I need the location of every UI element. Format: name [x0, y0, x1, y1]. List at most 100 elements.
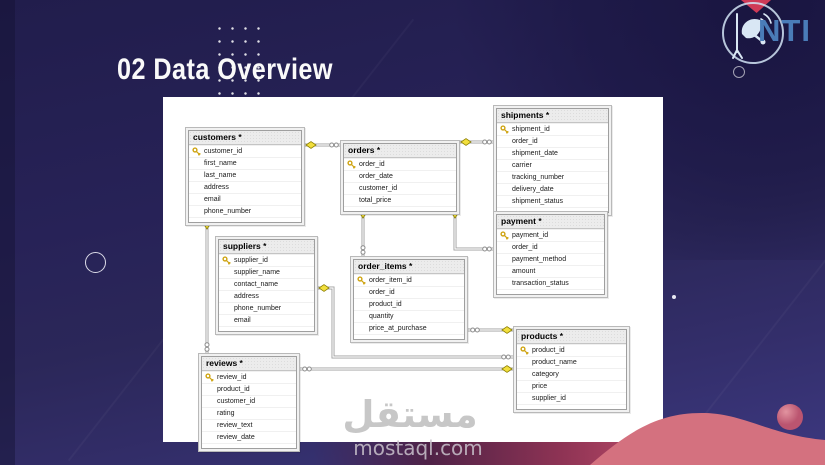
field-label: order_id — [359, 161, 385, 168]
field-label: order_id — [369, 289, 395, 296]
field-row: review_id — [202, 371, 296, 383]
field-label: shipment_date — [512, 150, 558, 157]
many-side-circle-marker — [470, 327, 476, 333]
field-row: phone_number — [189, 205, 301, 217]
field-label: price — [532, 383, 548, 390]
many-side-circle-marker — [333, 142, 339, 148]
field-row: shipment_date — [497, 147, 608, 159]
key-icon — [497, 125, 512, 134]
field-label: shipment_id — [512, 126, 550, 133]
field-row: supplier_name — [219, 266, 314, 278]
field-label: customer_id — [204, 148, 243, 155]
field-row: delivery_date — [497, 183, 608, 195]
field-label: email — [204, 196, 221, 203]
field-row: phone_number — [219, 302, 314, 314]
table-footer — [497, 207, 608, 212]
field-label: product_id — [532, 347, 565, 354]
field-label: payment_id — [512, 232, 549, 239]
one-side-diamond-marker — [501, 326, 513, 334]
watermark-arabic: مستقل — [342, 393, 478, 436]
field-row: tracking_number — [497, 171, 608, 183]
field-label: transaction_status — [512, 280, 569, 287]
table-footer — [354, 334, 464, 339]
key-icon — [517, 346, 532, 355]
field-row: shipment_id — [497, 123, 608, 135]
many-side-circle-marker — [482, 139, 488, 145]
many-side-circle-marker — [306, 366, 312, 372]
field-label: shipment_status — [512, 198, 563, 205]
field-label: product_name — [532, 359, 577, 366]
many-side-circle-marker — [486, 139, 492, 145]
field-label: amount — [512, 268, 536, 275]
one-side-diamond-marker — [501, 365, 513, 373]
key-icon — [497, 231, 512, 240]
field-label: delivery_date — [512, 186, 554, 193]
field-label: tracking_number — [512, 174, 565, 181]
nti-logo: NTI — [712, 0, 825, 72]
field-label: email — [234, 317, 251, 324]
field-row: shipment_status — [497, 195, 608, 207]
table-title: suppliers * — [219, 240, 314, 254]
table-footer — [189, 217, 301, 222]
field-label: address — [204, 184, 229, 191]
table-title: reviews * — [202, 357, 296, 371]
field-label: address — [234, 293, 259, 300]
field-row: customer_id — [344, 182, 456, 194]
field-row: customer_id — [189, 145, 301, 157]
field-row: contact_name — [219, 278, 314, 290]
field-row: order_id — [344, 158, 456, 170]
field-row: address — [219, 290, 314, 302]
many-side-circle-marker — [360, 245, 366, 251]
field-label: first_name — [204, 160, 237, 167]
many-side-circle-marker — [302, 366, 308, 372]
many-side-circle-marker — [501, 354, 507, 360]
field-row: payment_id — [497, 229, 604, 241]
field-label: review_date — [217, 434, 255, 441]
field-label: phone_number — [234, 305, 282, 312]
one-side-diamond-marker — [318, 284, 330, 292]
many-side-circle-marker — [360, 249, 366, 255]
field-row: order_id — [497, 135, 608, 147]
field-row: supplier_id — [219, 254, 314, 266]
table-footer — [517, 404, 626, 409]
many-side-circle-marker — [505, 354, 511, 360]
field-row: quantity — [354, 310, 464, 322]
field-row: rating — [202, 407, 296, 419]
field-row: payment_method — [497, 253, 604, 265]
field-label: customer_id — [359, 185, 398, 192]
field-row: product_id — [517, 344, 626, 356]
key-icon — [219, 256, 234, 265]
field-row: price — [517, 380, 626, 392]
field-label: review_text — [217, 422, 253, 429]
table-title: shipments * — [497, 109, 608, 123]
field-label: order_id — [512, 244, 538, 251]
title-dots-pattern — [211, 20, 269, 98]
field-row: order_date — [344, 170, 456, 182]
field-row: category — [517, 368, 626, 380]
circle-outline-decoration — [85, 252, 106, 273]
field-row: supplier_id — [517, 392, 626, 404]
many-side-circle-marker — [329, 142, 335, 148]
field-label: phone_number — [204, 208, 252, 215]
field-label: category — [532, 371, 559, 378]
satellite-dish-icon — [732, 13, 772, 59]
field-label: supplier_name — [234, 269, 280, 276]
circle-outline-decoration — [733, 66, 745, 78]
field-row: review_text — [202, 419, 296, 431]
field-label: order_id — [512, 138, 538, 145]
field-row: product_name — [517, 356, 626, 368]
field-row: customer_id — [202, 395, 296, 407]
key-icon — [202, 373, 217, 382]
field-row: email — [219, 314, 314, 326]
table-body: shipments * shipment_id order_id shipment_d… — [496, 108, 609, 213]
field-row: order_item_id — [354, 274, 464, 286]
field-row: last_name — [189, 169, 301, 181]
watermark-domain: mostaql.com — [353, 436, 483, 460]
